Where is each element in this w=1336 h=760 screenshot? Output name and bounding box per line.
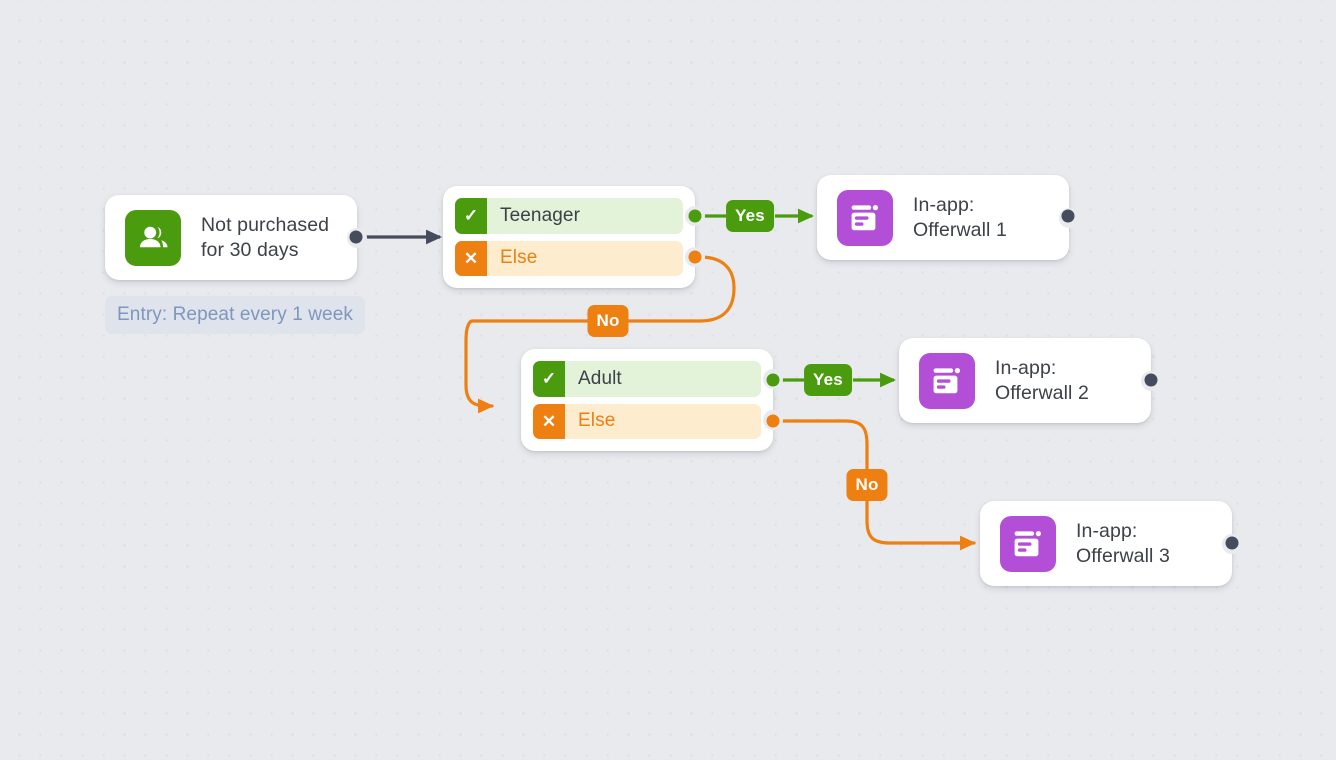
node-offerwall-1-label: In-app: Offerwall 1 xyxy=(913,193,1007,241)
condition-else-label: Else xyxy=(578,410,616,432)
node-condition-adult[interactable]: ✓ Adult ✕ Else xyxy=(521,349,783,451)
node-condition-teenager[interactable]: ✓ Teenager ✕ Else xyxy=(443,186,705,288)
condition-row-match[interactable]: ✓ Teenager xyxy=(455,198,683,234)
port-condition-1-yes[interactable] xyxy=(688,209,702,223)
node-offerwall-1[interactable]: In-app: Offerwall 1 xyxy=(817,175,1079,260)
port-offerwall-3-out[interactable] xyxy=(1225,536,1239,550)
check-icon: ✓ xyxy=(533,361,565,397)
in-app-message-icon xyxy=(1000,515,1056,572)
port-condition-2-yes[interactable] xyxy=(766,373,780,387)
node-offerwall-2-label: In-app: Offerwall 2 xyxy=(995,356,1089,404)
port-offerwall-2-out[interactable] xyxy=(1144,373,1158,387)
cross-icon: ✕ xyxy=(533,403,565,439)
condition-row-match[interactable]: ✓ Adult xyxy=(533,361,761,397)
port-condition-1-else[interactable] xyxy=(688,250,702,264)
cross-icon: ✕ xyxy=(455,240,487,276)
node-entry-label: Not purchased for 30 days xyxy=(201,213,330,261)
entry-schedule-chip: Entry: Repeat every 1 week xyxy=(105,296,365,334)
port-offerwall-1-out[interactable] xyxy=(1061,209,1075,223)
edge-label-no: No xyxy=(587,305,629,337)
check-icon: ✓ xyxy=(455,198,487,234)
condition-match-label: Adult xyxy=(578,367,622,389)
condition-row-else[interactable]: ✕ Else xyxy=(533,403,761,439)
edge-label-no: No xyxy=(846,469,888,501)
node-offerwall-2[interactable]: In-app: Offerwall 2 xyxy=(899,338,1161,423)
condition-row-else[interactable]: ✕ Else xyxy=(455,240,683,276)
edge-label-yes: Yes xyxy=(726,200,774,232)
node-offerwall-3-label: In-app: Offerwall 3 xyxy=(1076,519,1170,567)
condition-else-label: Else xyxy=(500,247,538,269)
node-entry-audience[interactable]: Not purchased for 30 days xyxy=(105,195,367,280)
port-condition-2-else[interactable] xyxy=(766,414,780,428)
edge-label-yes: Yes xyxy=(804,364,852,396)
condition-match-label: Teenager xyxy=(500,204,581,226)
node-offerwall-3[interactable]: In-app: Offerwall 3 xyxy=(980,501,1242,586)
in-app-message-icon xyxy=(919,352,975,409)
in-app-message-icon xyxy=(837,189,893,246)
port-entry-out[interactable] xyxy=(349,230,363,244)
audience-people-icon xyxy=(125,209,181,266)
